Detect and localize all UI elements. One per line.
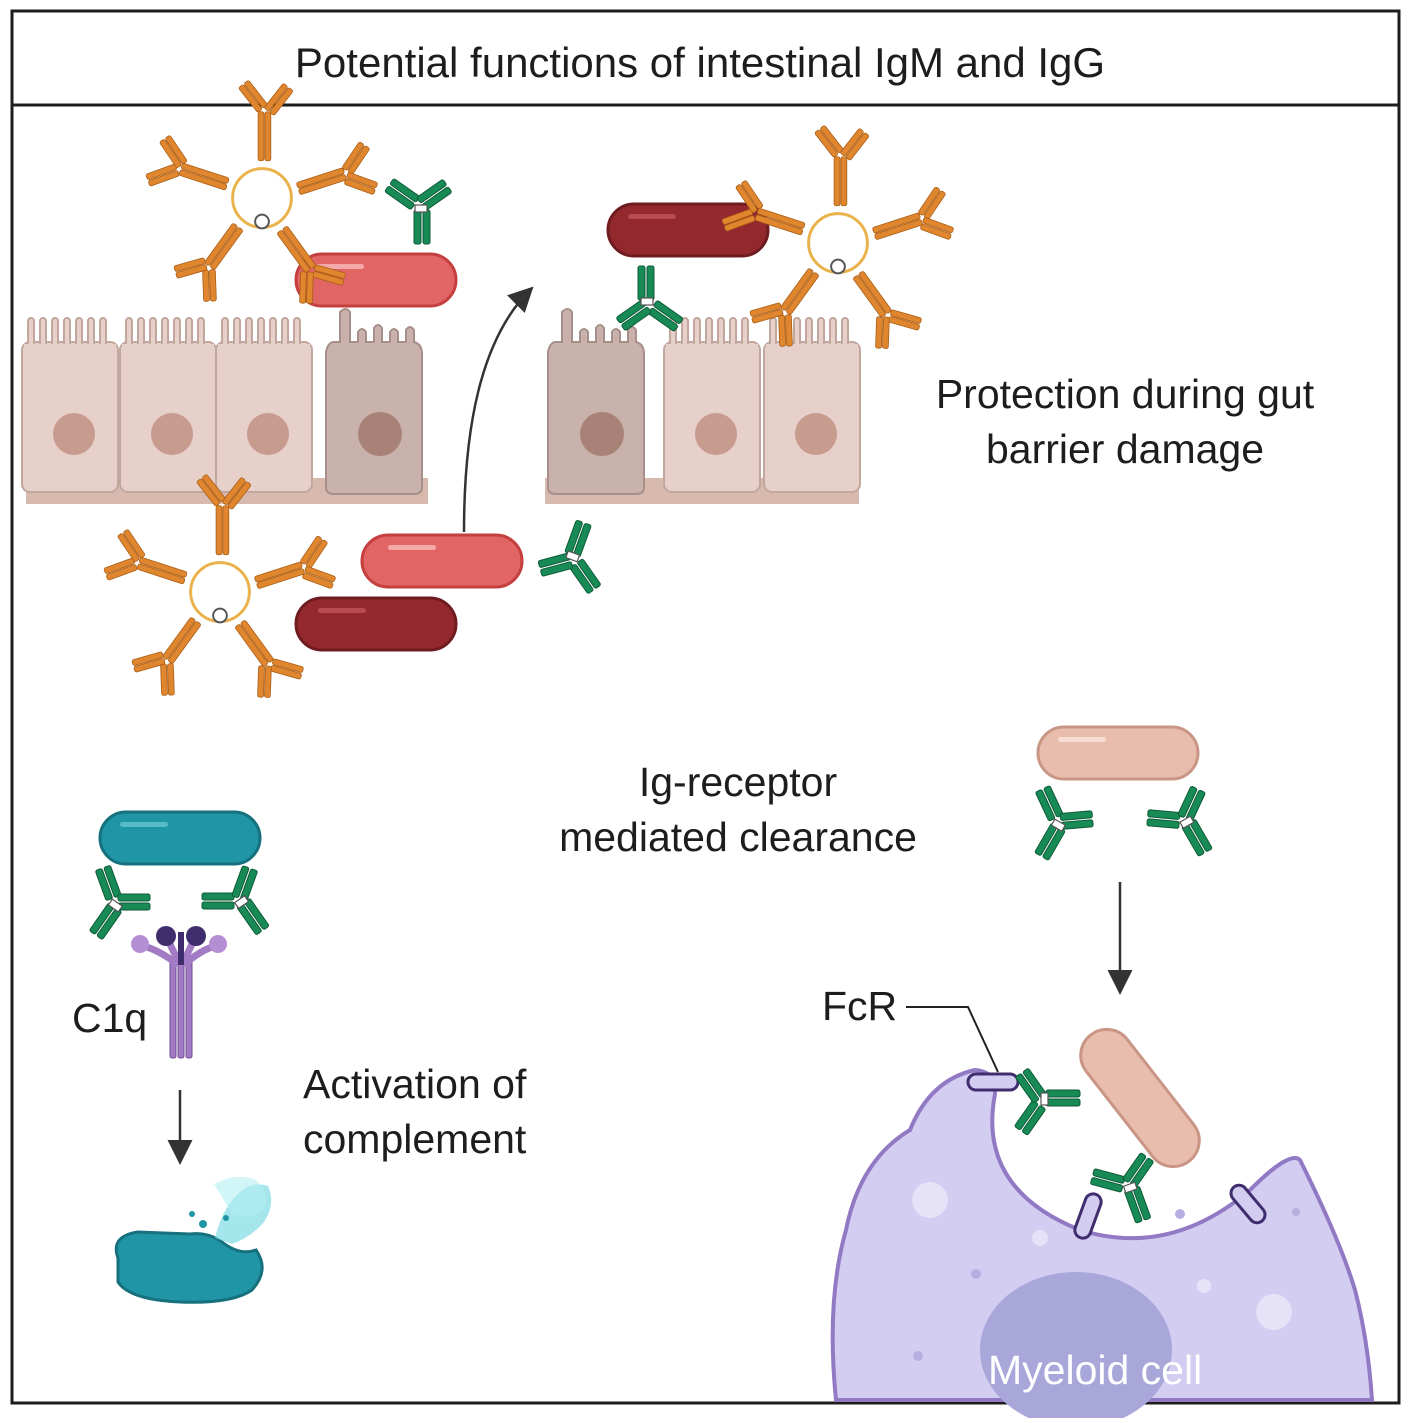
complement-panel (64, 810, 288, 1304)
translocation-arrow (462, 286, 534, 533)
igg-clearance-left (1008, 780, 1101, 873)
receptor-label: Ig-receptor mediated clearance (520, 762, 956, 858)
bacterium-teal (98, 810, 262, 866)
igg-bottom-free (532, 511, 620, 598)
igg-complement-right (193, 858, 288, 953)
igg-bound-1 (1013, 1067, 1081, 1137)
bacterium-red-bottom (360, 533, 524, 589)
fcr-leader-line (906, 1006, 999, 1073)
complement-label: Activation of complement (303, 1064, 526, 1160)
bacterium-peach-engulfed (1079, 1027, 1201, 1169)
bacterium-dark-bottom (294, 596, 458, 652)
c1q-molecule (131, 926, 227, 1059)
outer-frame (10, 9, 1401, 1405)
epithelium-right (547, 308, 861, 495)
epithelium-left (21, 308, 423, 495)
fc-receptors (966, 1072, 1267, 1240)
gut-barrier-panel (21, 80, 960, 706)
fcr-label: FcR (822, 983, 898, 1029)
igg-top-left (383, 177, 453, 245)
complement-label-line2: complement (303, 1116, 527, 1162)
protection-label-line2: barrier damage (985, 426, 1265, 472)
c1q-label: C1q (72, 995, 148, 1041)
protection-label-line1: Protection during gut (935, 371, 1315, 417)
receptor-label-line2: mediated clearance (559, 814, 917, 860)
figure-title: Potential functions of intestinal IgM an… (294, 39, 1106, 86)
bacterium-dark-top (606, 202, 770, 258)
complement-label-line1: Activation of (303, 1061, 527, 1107)
protection-label: Protection during gut barrier damage (895, 374, 1355, 470)
igg-clearance-right (1139, 780, 1233, 872)
myeloid-cell-label: Myeloid cell (988, 1347, 1203, 1393)
bacterium-red-top (294, 252, 458, 308)
igm-pentamer-bottom (101, 474, 342, 706)
lysed-bacterium (114, 1176, 272, 1304)
myeloid-cell (830, 1067, 1375, 1423)
clearance-panel (830, 725, 1375, 1423)
bacterium-peach-top (1036, 725, 1200, 781)
receptor-label-line1: Ig-receptor (638, 759, 838, 805)
